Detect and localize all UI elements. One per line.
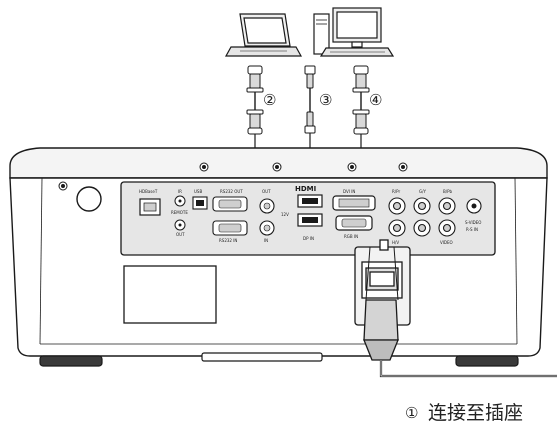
- hdmi-cable-connector-top: [304, 65, 316, 89]
- remote-label: REMOTE: [171, 210, 188, 215]
- vga-out-label: OUT: [262, 189, 271, 194]
- callout-1: ①: [405, 404, 418, 422]
- dvi-cable-connector-top: [352, 65, 370, 93]
- video-label: VIDEO: [440, 240, 453, 245]
- laptop-icon: [224, 13, 303, 57]
- callout-2: ②: [263, 91, 276, 109]
- svideo-label: S-VIDEO: [465, 220, 481, 225]
- dc-label: 12V: [281, 212, 289, 217]
- bnc-ports: [388, 197, 456, 237]
- ir-sensor-window: [76, 186, 102, 212]
- vga-in-label: IN: [264, 238, 268, 243]
- callout-3: ③: [319, 91, 332, 109]
- hdmi-cable-connector-bottom: [304, 111, 316, 134]
- power-caption: 连接至插座: [428, 402, 523, 424]
- rpr-label: R/Pr: [392, 189, 400, 194]
- desktop-computer-icon: [313, 7, 395, 57]
- bpb-label: B/Pb: [443, 189, 453, 194]
- out-label: OUT: [176, 232, 185, 237]
- vga-cable-connector-bottom: [246, 109, 264, 135]
- vga-cable-connector-top: [246, 65, 264, 93]
- rs232-in-label: RS232 IN: [219, 238, 237, 243]
- dvi-in-label: DVI IN: [343, 189, 355, 194]
- hv-label: H/V: [392, 240, 399, 245]
- projector-feet: [39, 352, 519, 367]
- vent-panel: [123, 265, 217, 324]
- hdmi-logo: HDMI: [295, 185, 316, 193]
- gy-label: G/Y: [419, 189, 426, 194]
- dp-in-label: DP IN: [303, 236, 314, 241]
- r-in-label: R-S IN: [466, 227, 478, 232]
- ir-label: IR: [178, 189, 182, 194]
- usb-label: USB: [194, 189, 202, 194]
- power-cord-plug: [363, 299, 399, 361]
- callout-4: ④: [369, 91, 382, 109]
- rs232-out-label: RS232 OUT: [220, 189, 243, 194]
- hdbaset-label: HDBaseT: [139, 189, 158, 194]
- dvi-cable-connector-bottom: [352, 109, 370, 135]
- rgb-in-label: RGB IN: [344, 234, 358, 239]
